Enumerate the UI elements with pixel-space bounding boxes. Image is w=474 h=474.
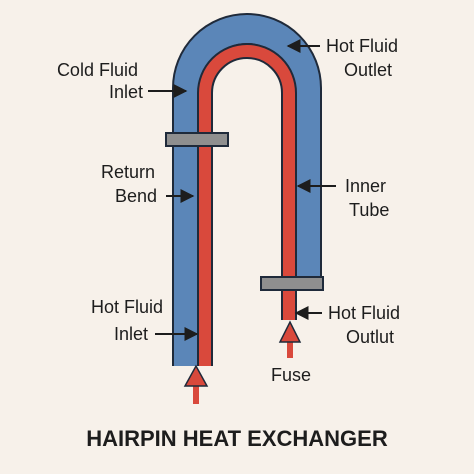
lower-support-clamp	[260, 276, 324, 291]
outer-shell-fill	[174, 15, 320, 366]
leader-lines	[148, 39, 336, 341]
fuse-flow-arrow	[278, 320, 302, 358]
return-bend-label: Return Bend	[101, 162, 160, 206]
diagram-title: HAIRPIN HEAT EXCHANGER	[86, 426, 388, 451]
cold-fluid-inlet-label: Cold Fluid Inlet	[57, 60, 143, 102]
fuse-label: Fuse	[271, 365, 311, 385]
outer-shell	[172, 13, 322, 366]
hot-fluid-outlut-label: Hot Fluid Outlut	[328, 303, 405, 347]
upper-support-clamp	[165, 132, 229, 147]
inner-tube-fill	[199, 45, 295, 366]
inner-tube	[197, 43, 297, 366]
hot-fluid-inlet-flow-arrow	[183, 364, 209, 404]
inner-tube-label: Inner Tube	[345, 176, 391, 220]
hot-fluid-inlet-label: Hot Fluid Inlet	[91, 297, 168, 344]
hot-fluid-outlet-top-label: Hot Fluid Outlet	[326, 36, 403, 80]
